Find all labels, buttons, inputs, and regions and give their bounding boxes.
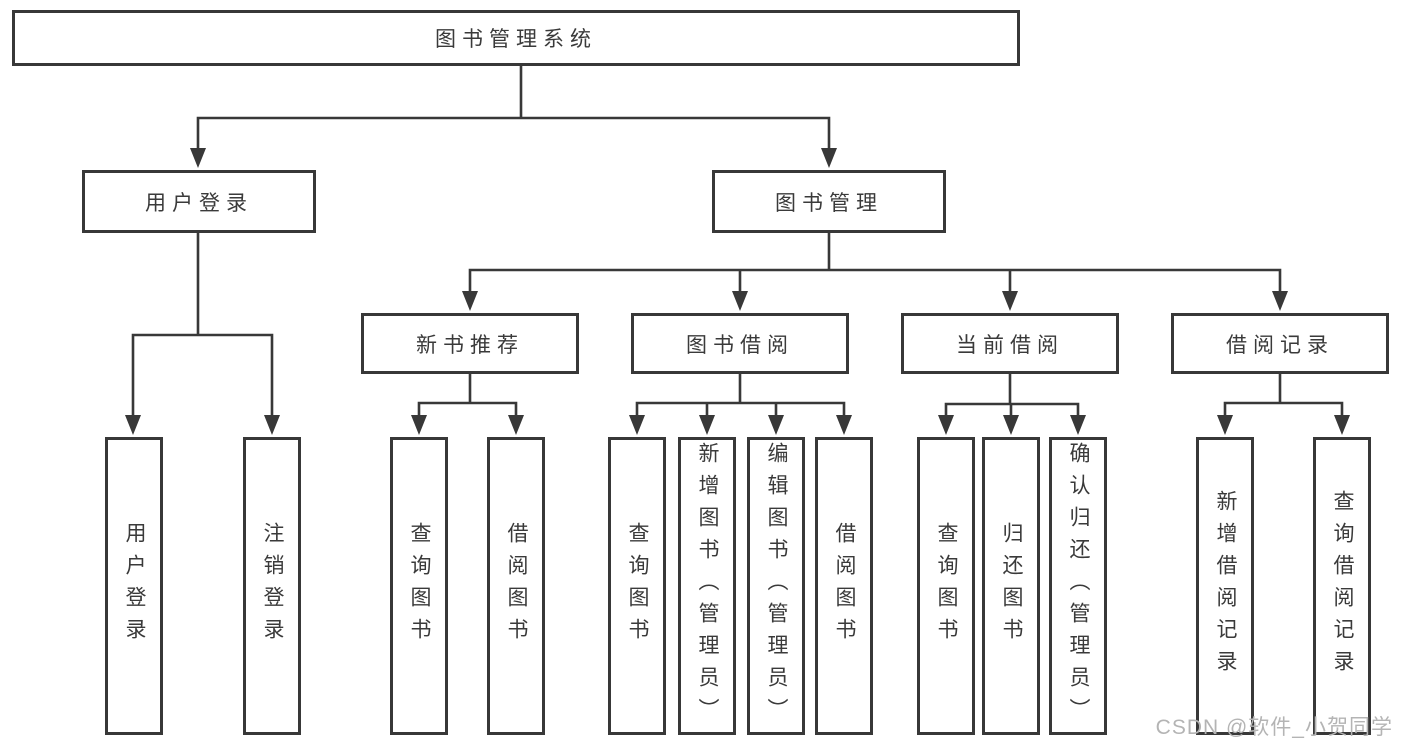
- leaf-add-book-admin: 新增图书（管理员）: [678, 437, 736, 735]
- leaf-logout: 注销登录: [243, 437, 301, 735]
- node-book-management: 图书管理: [712, 170, 946, 233]
- connector-new-book-to-leaves: [417, 372, 518, 421]
- leaf-query-books-recommend: 查询图书: [390, 437, 448, 735]
- leaf-query-books-borrowing: 查询图书: [608, 437, 666, 735]
- leaf-query-borrow-record: 查询借阅记录: [1313, 437, 1371, 735]
- connector-book-borrowing-to-leaves: [635, 372, 846, 421]
- node-user-login: 用户登录: [82, 170, 316, 233]
- connector-current-borrowing-to-leaves: [944, 372, 1080, 421]
- connector-user-login-to-leaves: [131, 231, 274, 421]
- leaf-query-books-current: 查询图书: [917, 437, 975, 735]
- leaf-return-books: 归还图书: [982, 437, 1040, 735]
- leaf-user-login: 用户登录: [105, 437, 163, 735]
- leaf-confirm-return-admin: 确认归还（管理员）: [1049, 437, 1107, 735]
- node-current-borrowing: 当前借阅: [901, 313, 1119, 374]
- csdn-watermark: CSDN @软件_小贺同学: [1155, 716, 1393, 739]
- connector-borrowing-records-to-leaves: [1223, 372, 1344, 421]
- leaf-add-borrow-record: 新增借阅记录: [1196, 437, 1254, 735]
- connector-root-to-level2: [196, 64, 831, 154]
- leaf-edit-book-admin: 编辑图书（管理员）: [747, 437, 805, 735]
- node-new-book-recommendation: 新书推荐: [361, 313, 579, 374]
- node-borrowing-records: 借阅记录: [1171, 313, 1389, 374]
- node-library-management-system: 图书管理系统: [12, 10, 1020, 66]
- leaf-borrow-books-recommend: 借阅图书: [487, 437, 545, 735]
- arrowheads: [125, 148, 1350, 435]
- connector-book-management-to-level3: [468, 231, 1282, 297]
- node-book-borrowing: 图书借阅: [631, 313, 849, 374]
- leaf-borrow-books-borrowing: 借阅图书: [815, 437, 873, 735]
